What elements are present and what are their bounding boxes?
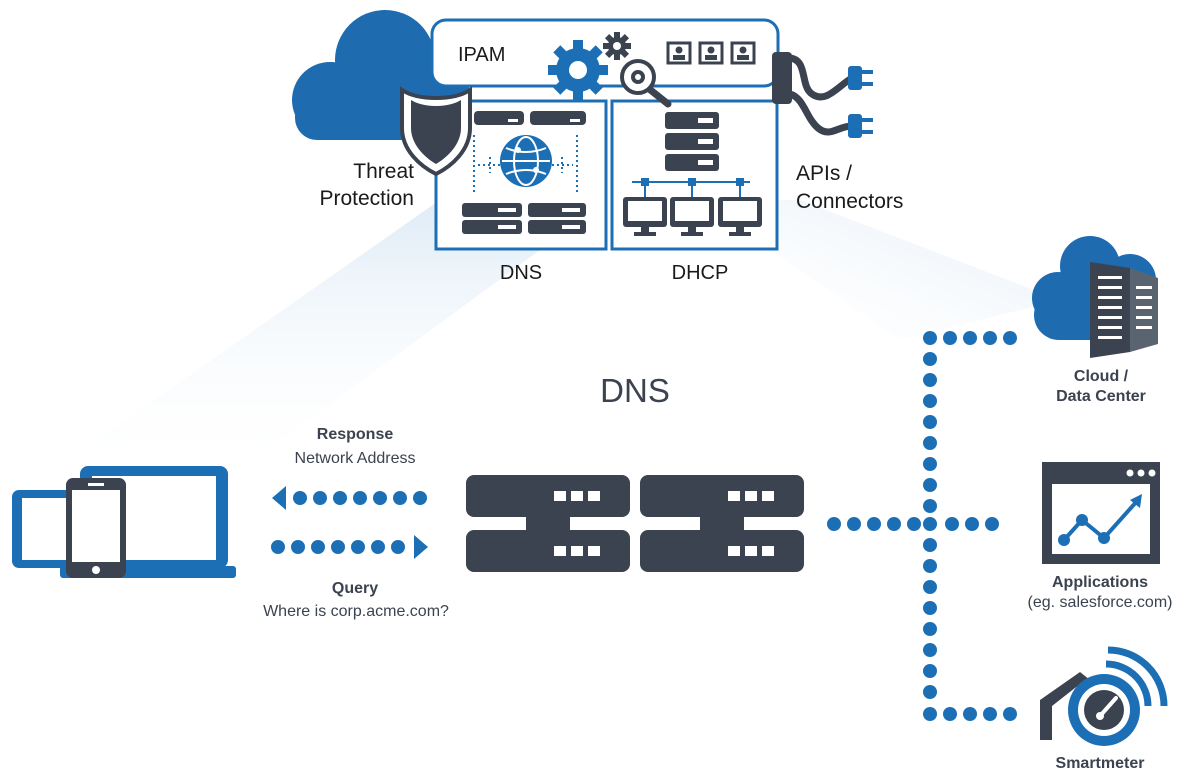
cloud-datacenter-icon xyxy=(1032,236,1158,358)
response-subtitle: Network Address xyxy=(294,450,416,467)
dns-title: DNS xyxy=(600,372,670,409)
gear-icon xyxy=(548,40,608,100)
globe-icon xyxy=(500,135,552,187)
monitor-icons xyxy=(623,197,762,236)
dns-box-label: DNS xyxy=(499,262,543,284)
threat-protection-label-line1: Threat xyxy=(353,160,414,183)
left-light-beam xyxy=(40,200,540,480)
response-title: Response xyxy=(316,426,394,443)
phone-icon xyxy=(66,478,126,578)
cloud-datacenter-label-line2: Data Center xyxy=(1056,388,1146,405)
query-title: Query xyxy=(331,580,379,597)
dhcp-server-icon xyxy=(665,112,719,171)
response-arrow xyxy=(272,486,427,510)
query-arrow xyxy=(271,535,428,559)
applications-icon xyxy=(1042,462,1160,564)
applications-label: Applications xyxy=(1051,574,1148,591)
threat-protection-label-line2: Protection xyxy=(319,187,414,210)
dotted-network xyxy=(827,331,1017,721)
magnifier-icon xyxy=(620,59,672,108)
dhcp-box-label: DHCP xyxy=(671,262,729,284)
smartmeter-icon xyxy=(1040,646,1168,746)
plug-icon xyxy=(772,52,873,138)
small-gear-icon xyxy=(603,32,631,60)
apis-connectors-label-line2: Connectors xyxy=(796,190,904,213)
right-light-beam xyxy=(700,200,1060,340)
cloud-datacenter-label-line1: Cloud / xyxy=(1073,368,1129,385)
user-icons xyxy=(666,41,756,65)
smartmeter-label: Smartmeter xyxy=(1055,755,1145,772)
apis-connectors-label-line1: APIs / xyxy=(796,162,853,185)
query-subtitle: Where is corp.acme.com? xyxy=(263,603,449,620)
dns-servers-icon xyxy=(466,475,804,572)
network-dotted-lines xyxy=(473,135,578,195)
dhcp-network-lines xyxy=(632,178,750,197)
shield-icon xyxy=(400,86,472,177)
dns-server-icons xyxy=(462,111,586,234)
ipam-label: IPAM xyxy=(458,44,506,66)
applications-sublabel: (eg. salesforce.com) xyxy=(1027,594,1173,611)
